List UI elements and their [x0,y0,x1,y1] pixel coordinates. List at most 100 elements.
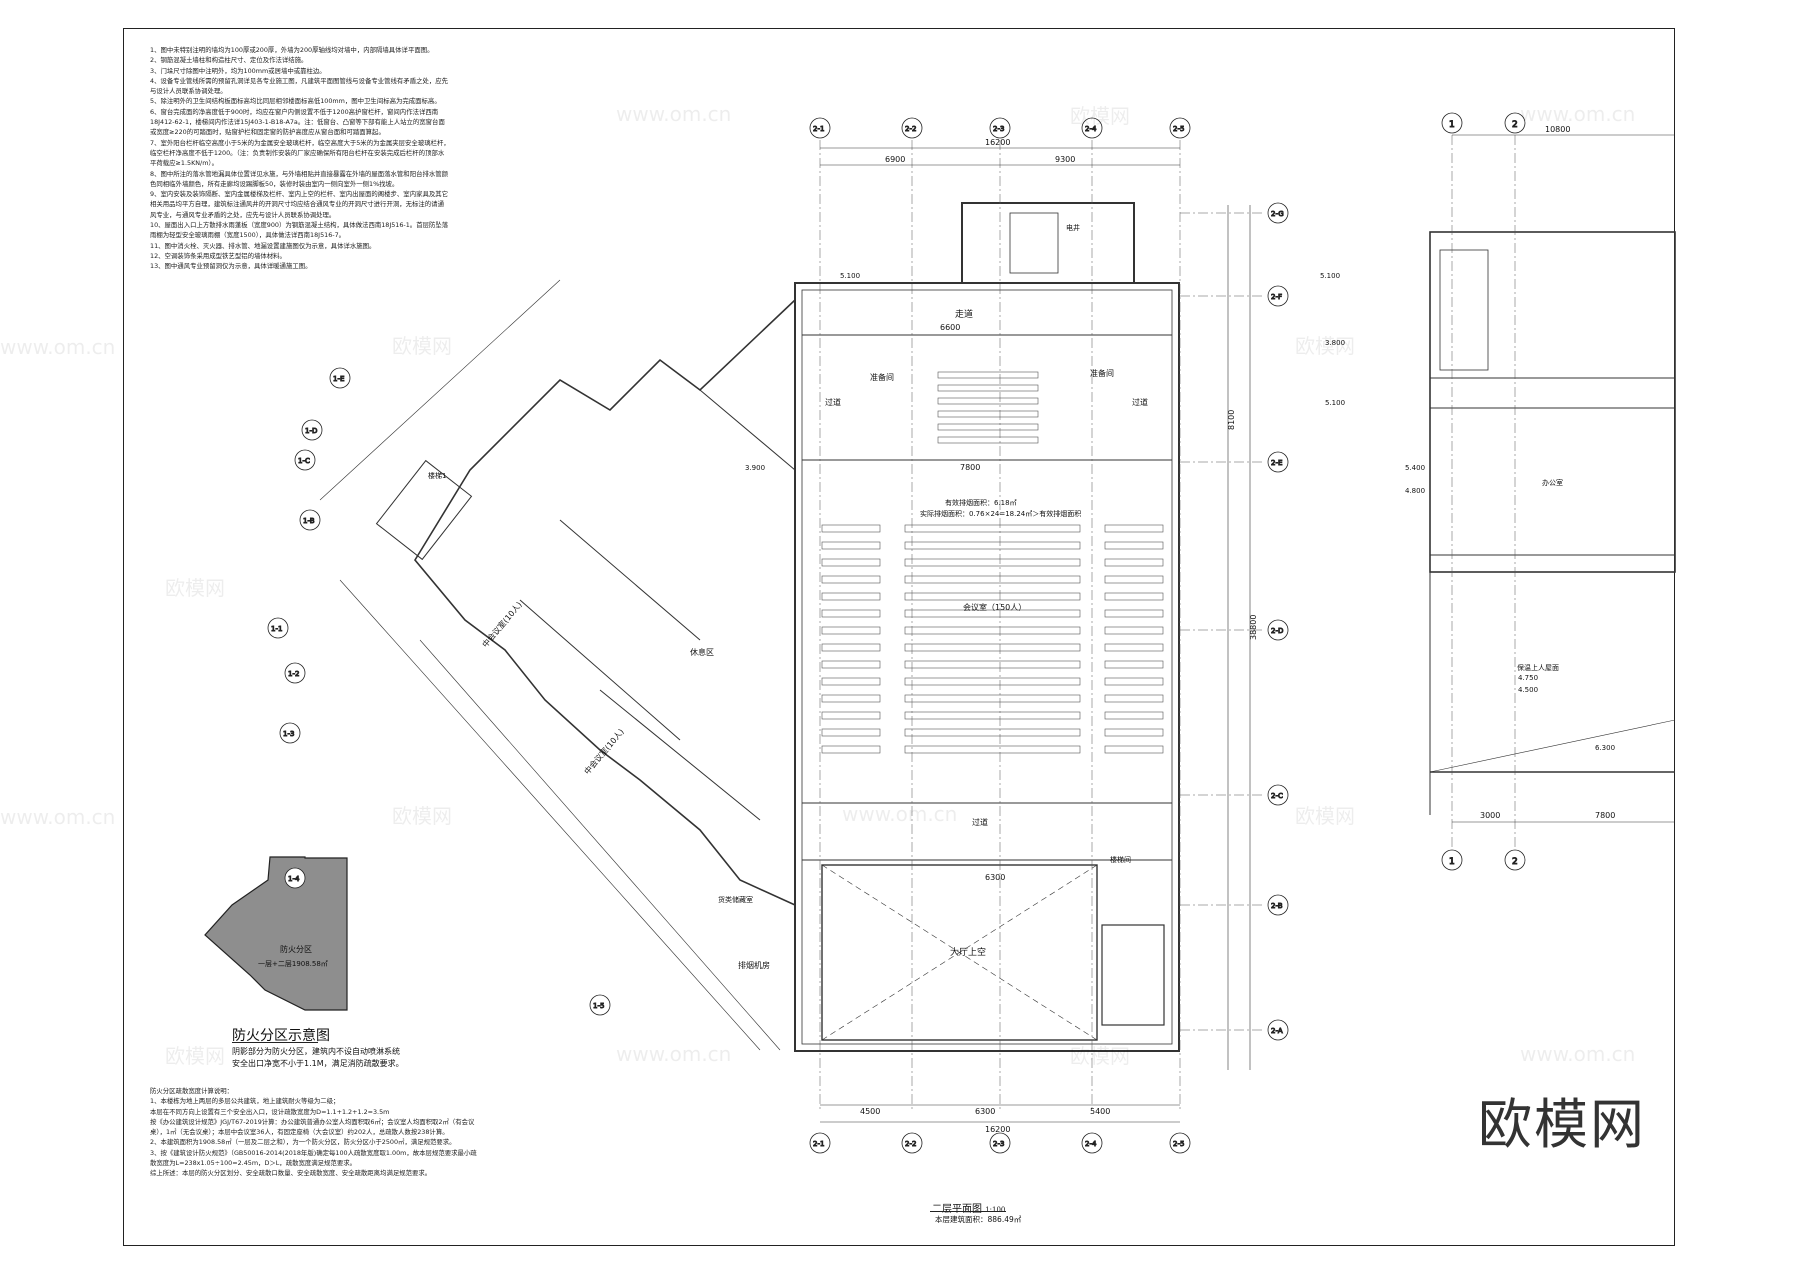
stage-seat-row [937,423,1039,431]
axis-bubble-top [809,117,831,139]
stage-seat-row [937,436,1039,444]
room-office: 办公室 [1542,478,1563,487]
axis-label-diagonal: 1-3 [283,730,294,738]
seat-row-left [821,728,881,737]
axis-label-bottom: 2-4 [1085,1140,1097,1148]
axis-label-right: 2-D [1271,627,1283,635]
seat-row-right [1104,575,1164,584]
wing-wall-3 [519,599,681,741]
diagonal-wing-outline [414,298,796,907]
seat-row-right [1104,677,1164,686]
axis-label-diagonal: 1-5 [593,1002,604,1010]
diagonal-wing [319,279,796,1051]
axis-bubble-top [1169,117,1191,139]
axis-label-top: 2-3 [993,125,1004,133]
seat-row-left [821,575,881,584]
axis-bubble-right [1267,285,1289,307]
axis-bubble-bottom [989,1132,1011,1154]
seat-row-right [1104,745,1164,754]
axis-label-far-top: 1 [1449,120,1455,130]
watermark-15: www.om.cn [0,805,116,829]
seat-row-center [904,609,1081,618]
wing-outer-edge-2 [339,579,761,1051]
stair-bottom [1101,924,1165,1026]
fire-zone-description: 阴影部分为防火分区，建筑内不设自动喷淋系统 安全出口净宽不小于1.1M，满足消防… [232,1047,404,1068]
axis-bubble-top [1081,117,1103,139]
dim-top-b-text: 9300 [1055,155,1075,164]
dim-6300-text: 6300 [985,873,1005,882]
fire-zone-diagram: 防火分区 一层+二层1908.58㎡ [204,856,348,1011]
seat-row-center [904,745,1081,754]
plan-title-underline [930,1211,1006,1212]
room-smoke-room: 排烟机房 [738,960,770,970]
right-block-outline [1429,231,1676,573]
axis-label-bottom: 2-5 [1173,1140,1184,1148]
axis-bubble-diagonal [329,367,351,389]
seat-row-right [1104,694,1164,703]
hall-void [821,864,1098,1041]
main-inner-wall [801,289,1173,1045]
dim-bottom-a-text: 4500 [860,1107,880,1116]
seat-row-left [821,677,881,686]
dim-left-total-text: 38800 [1249,615,1258,640]
axis-bubble-bottom [1081,1132,1103,1154]
seat-row-left [821,694,881,703]
dim-8100-text: 8100 [1227,410,1236,430]
axis-bubble-diagonal [284,867,306,889]
elev-1b: 5.100 [1320,272,1340,280]
seat-row-right [1104,643,1164,652]
watermark-5: 欧模网 [165,576,225,600]
axis-bubble-right [1267,619,1289,641]
axis-label-diagonal: 1-2 [288,670,299,678]
watermark-3: 欧模网 [1070,104,1130,128]
seat-row-center [904,592,1081,601]
seat-row-center [904,677,1081,686]
room-smoke-area: 有效排烟面积：6.18㎡ [945,498,1017,507]
seat-row-left [821,558,881,567]
axis-bubble-diagonal [589,994,611,1016]
axis-label-diagonal: 1-C [298,457,310,465]
elev-7: 5.400 [1405,464,1425,472]
axis-label-far-bottom: 2 [1512,857,1518,867]
axis-bubble-bottom [901,1132,923,1154]
room-pass-right: 过道 [1132,397,1148,407]
right-stair [1439,249,1489,371]
dim-bottom-c-text: 5400 [1090,1107,1110,1116]
room-stair-right: 楼梯间 [1110,855,1131,864]
axis-label-top: 2-4 [1085,125,1097,133]
axis-label-right: 2-G [1271,210,1284,218]
plan-title: 二层平面图 1:100 [932,1200,1005,1215]
room-mid-meeting-2: 中会议室(10人) [582,727,626,777]
seat-row-left [821,541,881,550]
stage-seat-row [937,397,1039,405]
axis-bubble-bottom [1169,1132,1191,1154]
drawing-frame [123,28,1675,1246]
axis-bubble-diagonal [279,722,301,744]
axis-bubble-diagonal [301,419,323,441]
dim-7800b-text: 7800 [1595,811,1615,820]
stage-seat-row [937,410,1039,418]
axis-label-top: 2-5 [1173,125,1184,133]
room-prep-left: 准备间 [870,372,894,382]
axis-label-far-bottom: 1 [1449,857,1455,867]
seat-row-center [904,575,1081,584]
main-block [794,202,1180,1052]
stage-seat-row [937,371,1039,379]
watermark-7: 欧模网 [392,804,452,828]
plan-title-text: 二层平面图 [932,1204,982,1215]
seat-row-left [821,524,881,533]
seat-row-right [1104,609,1164,618]
hall-void-diag-2 [821,864,1098,1041]
wing-wall-1 [699,389,796,471]
room-mid-meeting-1: 中会议室(10人) [480,600,524,650]
fire-zone-caption: 防火分区示意图 [232,1028,330,1044]
seat-row-right [1104,711,1164,720]
seat-row-left [821,592,881,601]
fire-zone-area: 一层+二层1908.58㎡ [258,960,328,968]
room-smoke-actual: 实际排烟面积：0.76×24=18.24㎡＞有效排烟面积 [920,509,1081,518]
axis-bubble-diagonal [284,662,306,684]
wing-wall-4 [599,689,761,821]
watermark-13: www.om.cn [1520,1042,1636,1066]
axis-label-diagonal: 1-E [333,375,344,383]
axis-bubble-far-top [1504,112,1526,134]
